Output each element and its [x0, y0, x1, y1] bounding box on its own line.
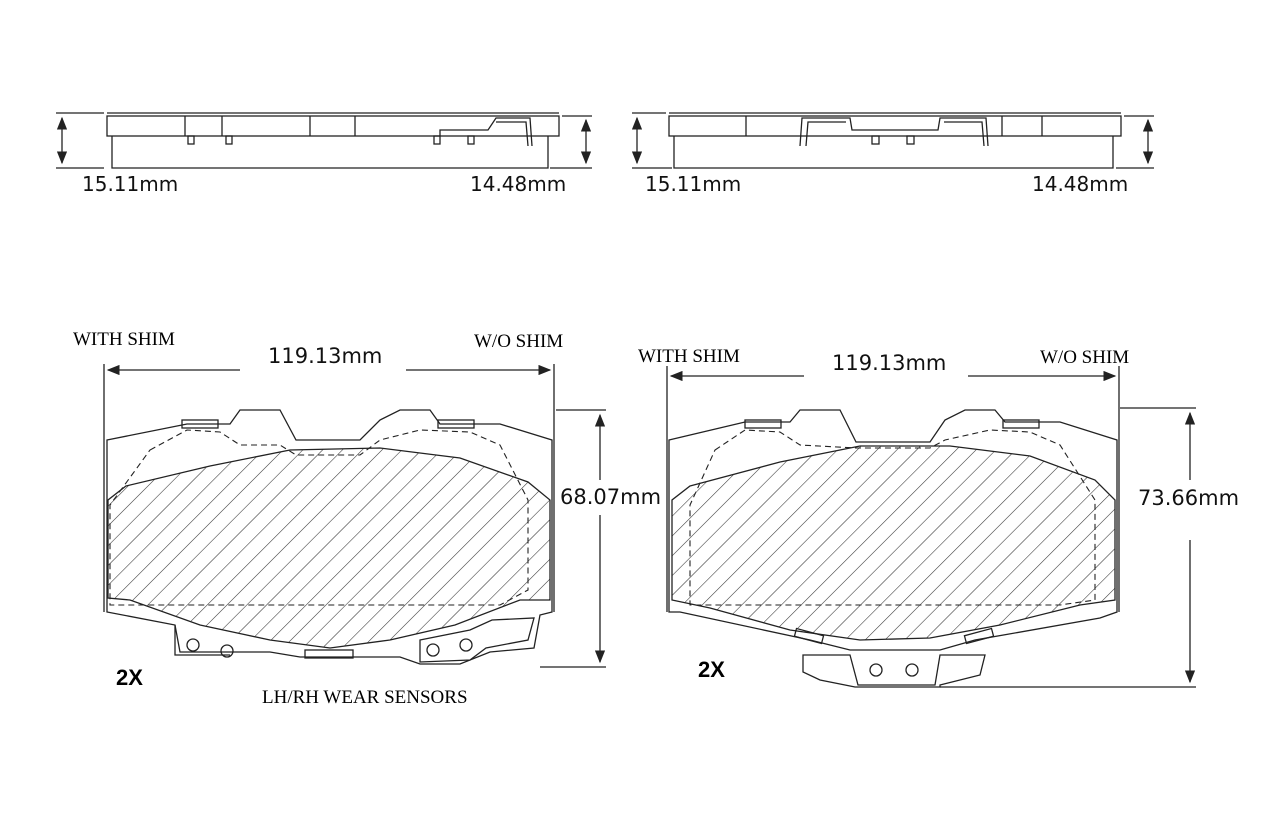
front-right-view: 119.13mm 73.66mm WITH SHIM W/O SHIM 2X — [638, 346, 1239, 688]
front-right-height: 73.66mm — [1138, 486, 1239, 510]
top-right-side-view: 15.11mm 14.48mm — [631, 112, 1154, 196]
front-right-width: 119.13mm — [832, 351, 946, 375]
front-left-width: 119.13mm — [268, 344, 382, 368]
front-left-view: 119.13mm 68.07mm WITH SHIM W/O SHIM 2X L… — [73, 329, 661, 708]
wear-sensors-note: LH/RH WEAR SENSORS — [262, 687, 468, 708]
top-right-right-thickness: 14.48mm — [1032, 172, 1128, 196]
front-left-height: 68.07mm — [560, 485, 661, 509]
front-right-without-shim-label: W/O SHIM — [1040, 347, 1129, 368]
front-right-with-shim-label: WITH SHIM — [638, 346, 740, 367]
front-right-quantity: 2X — [698, 657, 725, 682]
top-right-left-thickness: 15.11mm — [645, 172, 741, 196]
top-left-left-thickness: 15.11mm — [82, 172, 178, 196]
top-left-right-thickness: 14.48mm — [470, 172, 566, 196]
front-left-with-shim-label: WITH SHIM — [73, 329, 175, 350]
top-left-side-view: 15.11mm 14.48mm — [56, 112, 592, 196]
front-left-without-shim-label: W/O SHIM — [474, 331, 563, 352]
front-left-quantity: 2X — [116, 665, 143, 690]
